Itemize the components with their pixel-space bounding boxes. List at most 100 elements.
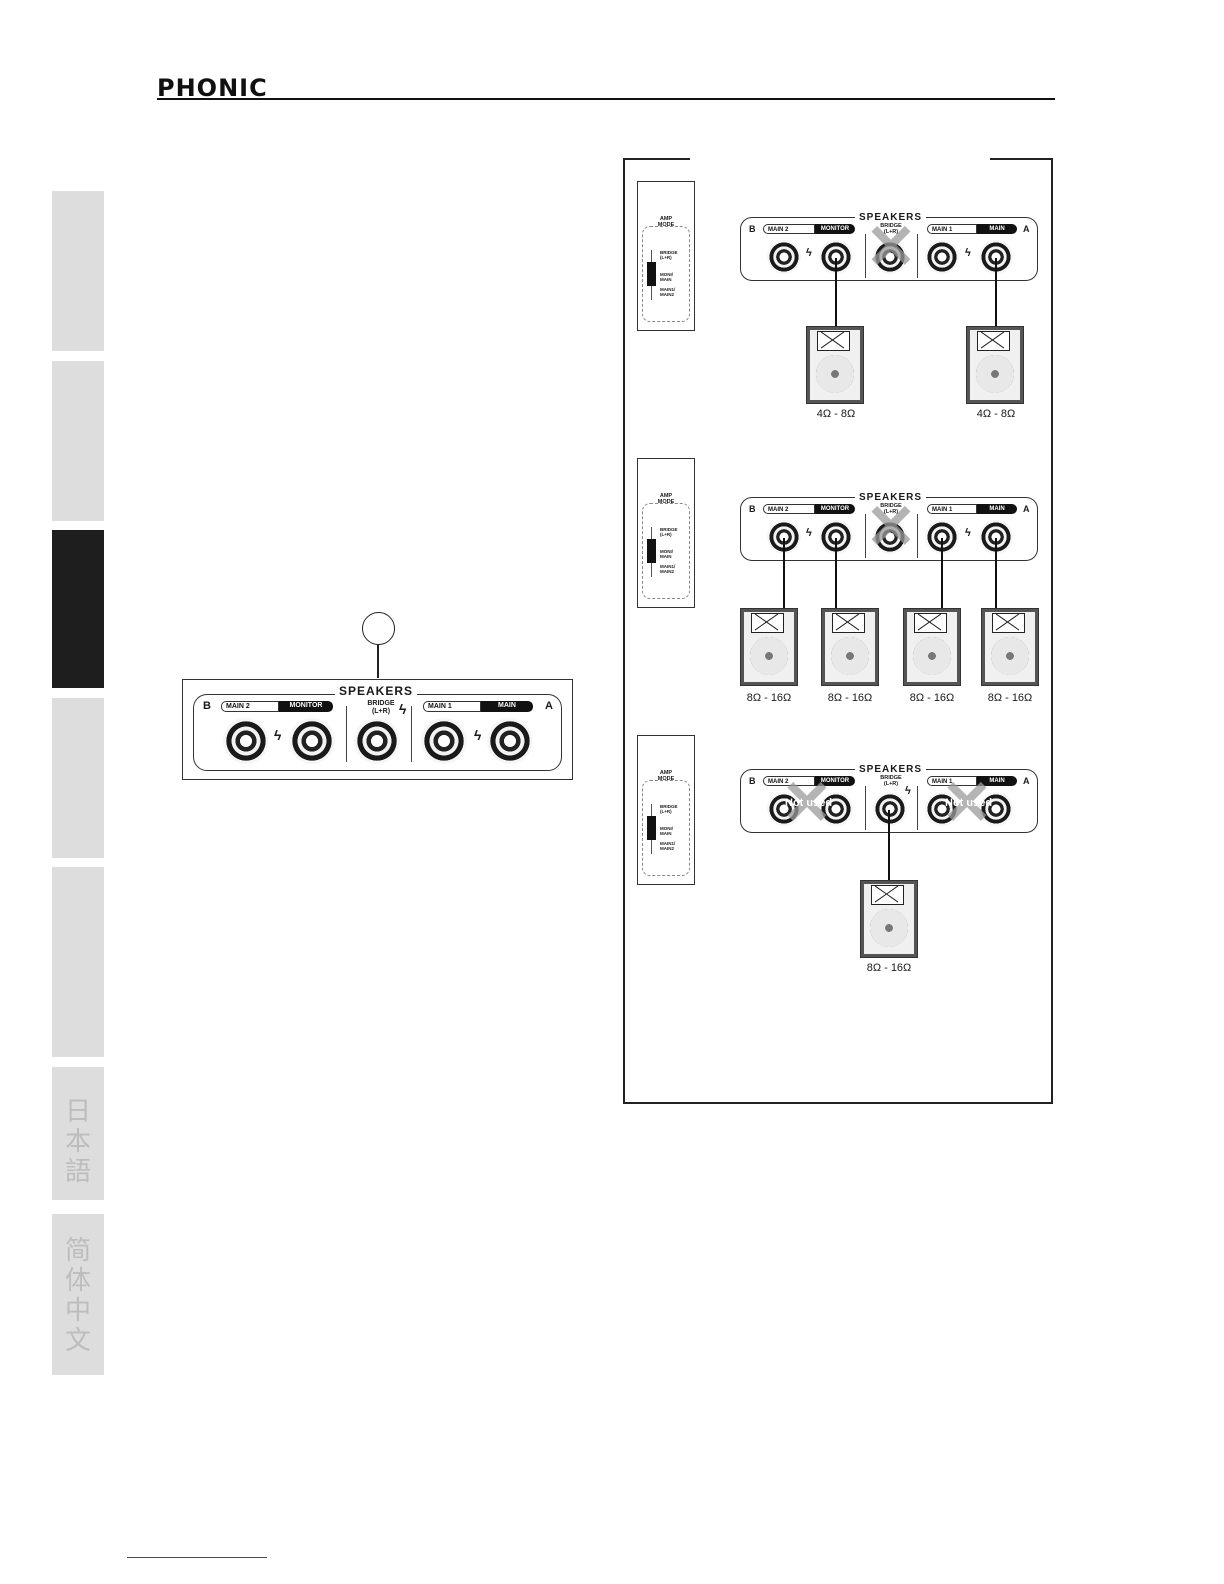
not-used-label: Not used: [785, 797, 833, 809]
jack-monitor[interactable]: [819, 792, 853, 826]
bolt-icon: ϟ: [905, 785, 911, 797]
not-used-x-icon: ✕: [781, 769, 833, 838]
jack-bridge[interactable]: [354, 718, 400, 764]
channel-b-label: B: [203, 700, 211, 712]
channel-b-label: B: [749, 776, 756, 786]
not-used-x-icon: ✕: [865, 213, 917, 282]
japanese-tab-label: 日本語: [64, 1097, 91, 1187]
cable: [941, 538, 943, 610]
bolt-icon: ϟ: [965, 247, 971, 259]
cable: [835, 538, 837, 610]
jack-main[interactable]: [487, 718, 533, 764]
speaker-cabinet: [806, 326, 864, 404]
monitor-label: MONITOR: [815, 776, 855, 786]
speakers-title: SPEAKERS: [855, 492, 927, 503]
jack-monitor[interactable]: [289, 718, 335, 764]
side-tab-4[interactable]: [52, 698, 104, 858]
amp-switch-bridge: [647, 816, 656, 840]
channel-a-label: A: [1023, 224, 1030, 234]
jack-bridge[interactable]: [873, 520, 907, 554]
speaker-cabinet: [860, 880, 918, 958]
divider: [865, 234, 866, 278]
jack-main1[interactable]: [925, 240, 959, 274]
not-used-label: Not used: [945, 797, 993, 809]
divider: [411, 706, 412, 762]
main1-label: MAIN 1: [927, 776, 977, 786]
monitor-label: MONITOR: [815, 224, 855, 234]
jack-main1[interactable]: [925, 792, 959, 826]
side-tab-chinese[interactable]: 简体中文: [52, 1214, 104, 1375]
bolt-icon: ϟ: [806, 527, 812, 539]
jack-main[interactable]: [979, 792, 1013, 826]
cable: [835, 258, 837, 328]
jack-bridge[interactable]: [873, 792, 907, 826]
main2-label: MAIN 2: [221, 701, 279, 712]
divider: [917, 786, 918, 830]
cable: [995, 258, 997, 328]
bridge-label: BRIDGE(L+R): [880, 503, 902, 515]
divider: [865, 514, 866, 558]
speaker-cabinet: [981, 608, 1039, 686]
speakers-title: SPEAKERS: [855, 212, 927, 223]
main2-label: MAIN 2: [763, 776, 815, 786]
speaker-cabinet: [821, 608, 879, 686]
divider: [346, 706, 347, 762]
side-tab-3-active[interactable]: [52, 530, 104, 688]
speaker-cabinet: [903, 608, 961, 686]
channel-b-label: B: [749, 504, 756, 514]
main2-label: MAIN 2: [763, 504, 815, 514]
channel-b-label: B: [749, 224, 756, 234]
jack-main2[interactable]: [767, 240, 801, 274]
monitor-label: MONITOR: [279, 701, 333, 712]
impedance-label: 4Ω - 8Ω: [816, 408, 856, 420]
side-tab-2[interactable]: [52, 361, 104, 521]
side-tab-1[interactable]: [52, 191, 104, 351]
callout-circle: [362, 612, 395, 645]
main1-label: MAIN 1: [423, 701, 481, 712]
speaker-cabinet: [966, 326, 1024, 404]
impedance-label: 8Ω - 16Ω: [866, 962, 912, 974]
main1-label: MAIN 1: [927, 504, 977, 514]
opt-moni: MONI/MAIN: [660, 272, 673, 282]
brand-logo: PHONIC: [157, 74, 268, 102]
amp-mode-frame: [642, 226, 690, 322]
impedance-label: 4Ω - 8Ω: [976, 408, 1016, 420]
opt-moni: MONI/MAIN: [660, 826, 673, 836]
bolt-icon: ϟ: [965, 527, 971, 539]
opt-bridge: BRIDGE(L+R): [660, 250, 678, 260]
main-label: MAIN: [977, 224, 1017, 234]
side-tab-japanese[interactable]: 日本語: [52, 1067, 104, 1200]
opt-main: MAIN1/MAIN2: [660, 841, 676, 851]
main-label: MAIN: [481, 701, 533, 712]
bridge-label: BRIDGE(L+R): [880, 223, 902, 235]
jack-main2[interactable]: [767, 792, 801, 826]
amp-switch-moni-main: [647, 262, 656, 286]
impedance-label: 8Ω - 16Ω: [827, 692, 873, 704]
side-tab-5[interactable]: [52, 867, 104, 1057]
footer-link[interactable]: [127, 1557, 267, 1558]
amp-switch-moni-main: [647, 539, 656, 563]
jack-bridge[interactable]: [873, 240, 907, 274]
header-rule: [157, 98, 1055, 100]
divider: [917, 234, 918, 278]
cable: [888, 810, 890, 882]
opt-main: MAIN1/MAIN2: [660, 287, 676, 297]
speakers-panel-mode1: SPEAKERS B A MAIN 2 MONITOR BRIDGE(L+R) …: [740, 212, 1038, 282]
jack-main1[interactable]: [421, 718, 467, 764]
channel-a-label: A: [1023, 776, 1030, 786]
not-used-x-icon: ✕: [941, 769, 993, 838]
speakers-title: SPEAKERS: [855, 764, 927, 775]
monitor-label: MONITOR: [815, 504, 855, 514]
main-label: MAIN: [977, 776, 1017, 786]
callout-line: [377, 644, 379, 678]
amp-mode-frame: [642, 780, 690, 876]
opt-main: MAIN1/MAIN2: [660, 564, 676, 574]
impedance-label: 8Ω - 16Ω: [987, 692, 1033, 704]
jack-main2[interactable]: [223, 718, 269, 764]
